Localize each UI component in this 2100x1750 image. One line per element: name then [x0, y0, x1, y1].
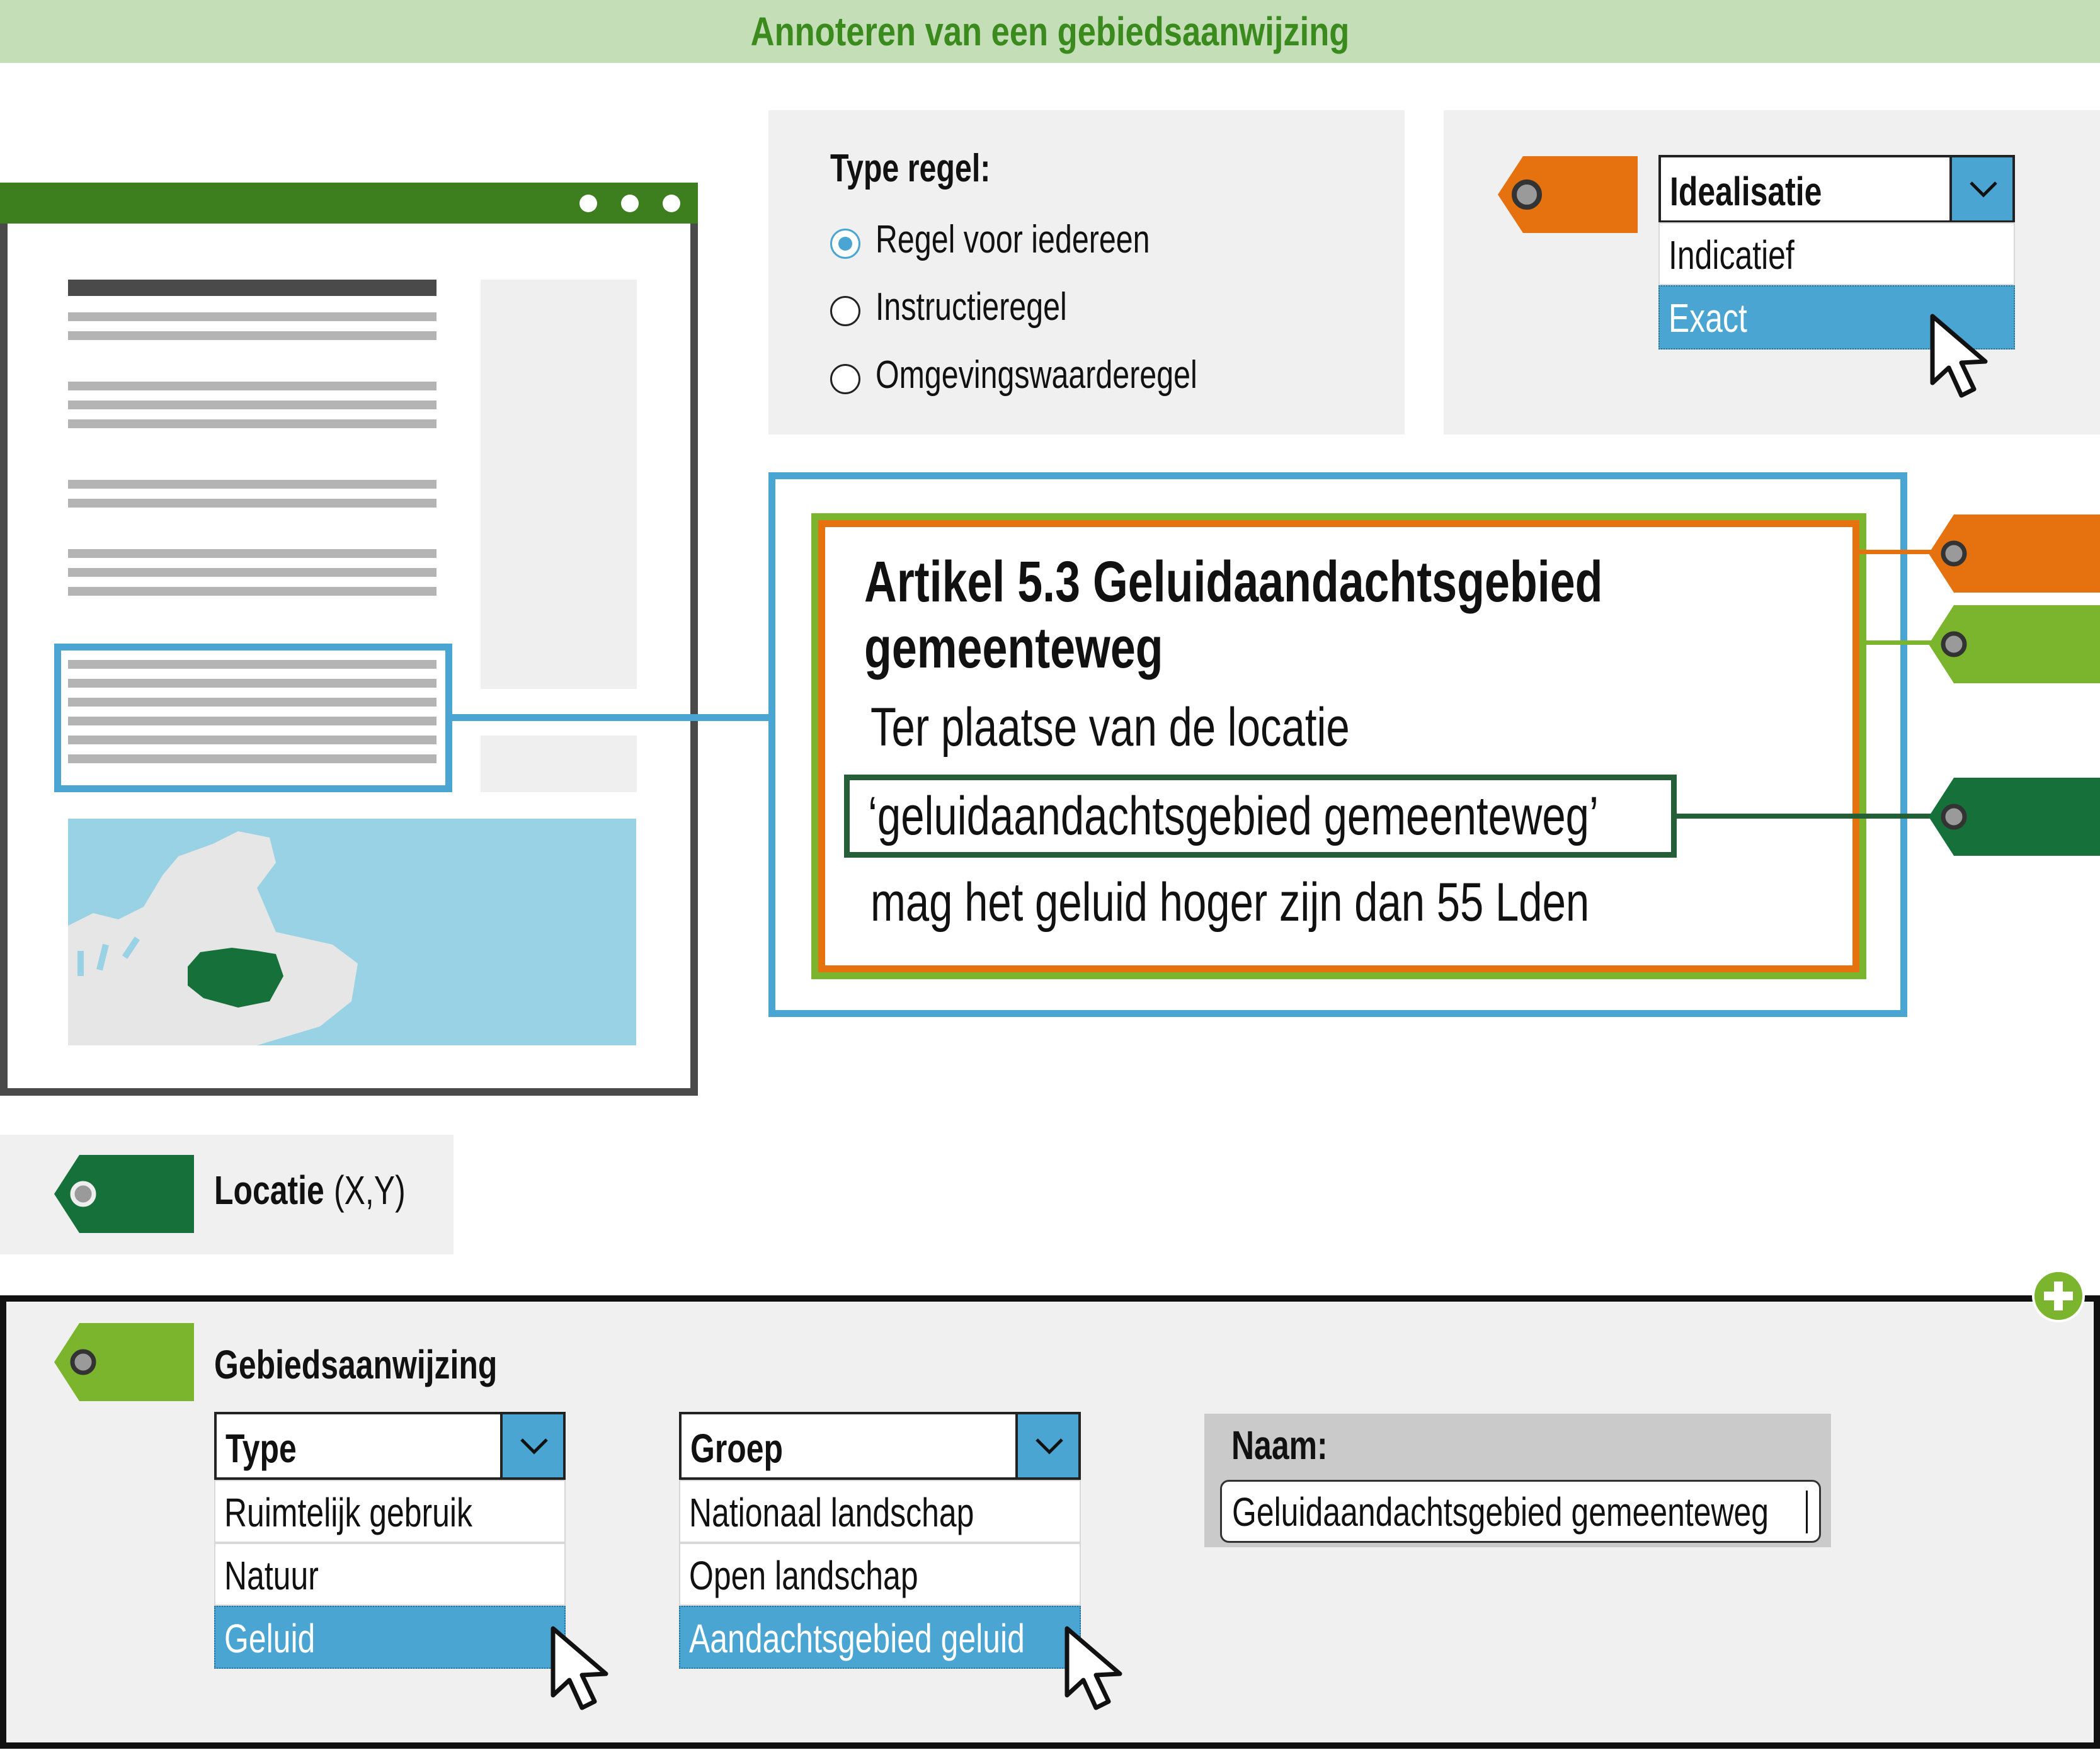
- tag-icon: [1929, 514, 2100, 593]
- document-heading-line: [68, 280, 437, 296]
- document-text-line: [68, 736, 437, 744]
- document-text-line: [68, 480, 437, 489]
- dropdown-option[interactable]: Ruimtelijk gebruik: [214, 1480, 566, 1543]
- map-land-shape: [68, 831, 358, 1045]
- chevron-down-icon[interactable]: [500, 1414, 563, 1477]
- document-text-line: [68, 312, 437, 321]
- article-text: Ter plaatse van de locatie: [870, 697, 1350, 758]
- map-thumbnail: [68, 819, 636, 1045]
- connector-line: [1859, 550, 1935, 554]
- groep-dropdown[interactable]: Groep: [679, 1412, 1081, 1480]
- article-location-text: ‘geluidaandachtsgebied gemeenteweg’: [868, 786, 1599, 846]
- idealisatie-dropdown[interactable]: Idealisatie: [1658, 155, 2015, 223]
- document-sidebar-block: [481, 736, 637, 792]
- dropdown-header-label: Groep: [690, 1426, 784, 1471]
- dropdown-option[interactable]: Indicatief: [1658, 222, 2015, 285]
- type-regel-heading: Type regel:: [830, 147, 991, 190]
- naam-input-value: Geluidaandachtsgebied gemeenteweg: [1232, 1489, 1769, 1535]
- document-text-line: [68, 331, 437, 340]
- gebied-area-shape: [188, 948, 283, 1008]
- tag-icon: [1498, 156, 1638, 233]
- article-regel-box: [818, 520, 1859, 972]
- document-text-line: [68, 754, 437, 763]
- dropdown-option[interactable]: Natuur: [214, 1543, 566, 1606]
- tag-icon: [54, 1155, 194, 1233]
- dropdown-header-label: Type: [225, 1426, 297, 1471]
- dropdown-option-selected[interactable]: Aandachtsgebied geluid: [679, 1606, 1081, 1669]
- tag-icon: [1929, 605, 2100, 683]
- radio-label: Regel voor iedereen: [876, 218, 1150, 261]
- document-text-line: [68, 499, 437, 508]
- window-dot-icon: [621, 195, 639, 212]
- article-title: Artikel 5.3 Geluidaandachtsgebied: [864, 550, 1603, 614]
- document-text-line: [68, 679, 437, 688]
- document-text-line: [68, 419, 437, 428]
- type-dropdown[interactable]: Type: [214, 1412, 566, 1480]
- article-location-box[interactable]: [844, 775, 1677, 858]
- document-text-line: [68, 401, 437, 409]
- document-text-line: [68, 717, 437, 725]
- tag-icon: [1929, 778, 2100, 856]
- radio-regel-voor-iedereen[interactable]: [830, 229, 860, 259]
- document-text-line: [68, 549, 437, 558]
- article-title-line2: gemeenteweg: [864, 616, 1163, 680]
- locatie-coords: (X,Y): [334, 1168, 406, 1213]
- cursor-icon: [1064, 1626, 1122, 1710]
- connector-line: [1866, 640, 1936, 645]
- type-regel-panel: [768, 110, 1405, 435]
- chevron-down-icon[interactable]: [1015, 1414, 1078, 1477]
- title-bar: [0, 0, 2100, 63]
- cursor-icon: [551, 1626, 608, 1710]
- document-text-line: [68, 568, 437, 577]
- connector-line: [452, 714, 770, 721]
- cursor-icon: [1930, 314, 1988, 398]
- radio-instructieregel[interactable]: [830, 296, 860, 326]
- dropdown-header-label: Idealisatie: [1670, 169, 1822, 214]
- window-dot-icon: [663, 195, 680, 212]
- article-text: mag het geluid hoger zijn dan 55 Lden: [870, 872, 1590, 933]
- chevron-down-icon[interactable]: [1949, 157, 2012, 220]
- dropdown-option-selected[interactable]: Geluid: [214, 1606, 566, 1669]
- radio-label: Instructieregel: [876, 285, 1067, 329]
- radio-label: Omgevingswaarderegel: [876, 353, 1197, 397]
- radio-omgevingswaarderegel[interactable]: [830, 364, 860, 394]
- document-sidebar-block: [481, 280, 637, 689]
- tag-icon: [54, 1323, 194, 1401]
- dropdown-option[interactable]: Open landschap: [679, 1543, 1081, 1606]
- plus-icon[interactable]: [2031, 1269, 2086, 1323]
- document-text-line: [68, 660, 437, 669]
- page-title: Annoteren van een gebiedsaanwijzing: [750, 9, 1350, 54]
- naam-label: Naam:: [1231, 1423, 1328, 1468]
- naam-input[interactable]: Geluidaandachtsgebied gemeenteweg: [1220, 1480, 1821, 1543]
- dropdown-option[interactable]: Nationaal landschap: [679, 1480, 1081, 1543]
- text-caret: [1806, 1491, 1808, 1533]
- locatie-label: Locatie: [214, 1168, 324, 1213]
- document-text-line: [68, 382, 437, 390]
- document-text-line: [68, 587, 437, 596]
- window-dot-icon: [579, 195, 597, 212]
- gebiedsaanwijzing-label: Gebiedsaanwijzing: [214, 1342, 498, 1387]
- document-text-line: [68, 698, 437, 707]
- connector-line: [1677, 814, 1935, 819]
